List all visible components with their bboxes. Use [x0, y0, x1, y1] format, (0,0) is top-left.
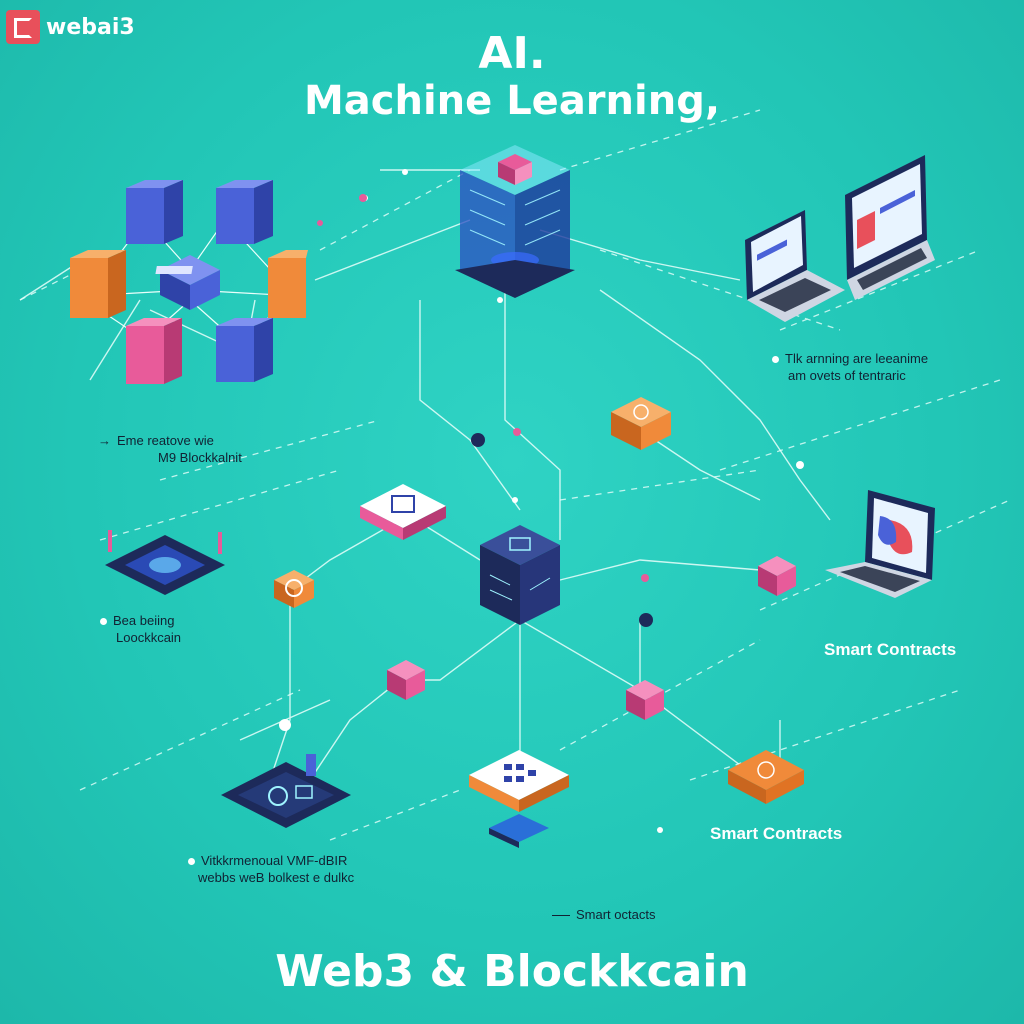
left-lower-note-line-2: Loockkcain: [116, 630, 182, 645]
cube-network-icon: [70, 180, 308, 384]
bottom-left-note-line-1: Vitkkrmenoual VMF-dBIR: [201, 853, 348, 868]
pink-node-icon: [387, 660, 425, 700]
chip-icon: [105, 530, 225, 595]
top-right-note-line-2: am ovets of tentraric: [788, 368, 906, 383]
left-lower-note-line-1: Bea beiing: [113, 613, 175, 628]
bullet-dot: [772, 356, 779, 364]
dash-line: [552, 915, 570, 917]
smart-octacts-text: Smart octacts: [576, 907, 656, 922]
contract-card-icon: [469, 750, 569, 848]
smart-octacts-note: Smart octacts: [552, 906, 655, 923]
contract-card-icon: [728, 750, 804, 804]
footer-title: Web3 & Blockkcain: [275, 946, 749, 997]
node-icon: [611, 397, 671, 450]
arrow-right-icon: →: [98, 433, 111, 448]
left-mid-note-line-1: Eme reatove wie: [117, 433, 214, 448]
left-lower-note: Bea beiing Loockkcain: [100, 612, 181, 646]
blockchain-cube-icon: [480, 525, 560, 625]
chip-icon: [221, 754, 351, 828]
bottom-left-note-line-2: webbs weB bolkest e dulkc: [198, 870, 355, 885]
left-mid-note: → Eme reatove wie M9 Blockkalnit: [98, 432, 242, 466]
title-line-2: Machine Learning,: [303, 78, 721, 124]
logo-mark-icon: [6, 10, 40, 44]
contract-card-icon: [360, 484, 446, 540]
top-right-note: Tlk arnning are leeanime am ovets of ten…: [772, 350, 928, 384]
bullet-dot: [100, 618, 107, 626]
smart-contracts-label-lower: Smart Contracts: [710, 824, 843, 843]
brand-logo[interactable]: webai3: [6, 10, 135, 44]
left-mid-note-line-2: M9 Blockkalnit: [158, 450, 242, 465]
top-right-note-line-1: Tlk arnning are leeanime: [785, 351, 929, 366]
laptop-icon: [745, 155, 935, 322]
logo-text: webai3: [46, 14, 135, 40]
laptop-icon: [825, 490, 935, 598]
pink-node-icon: [758, 556, 796, 596]
pink-node-icon: [626, 680, 664, 720]
bullet-dot: [188, 858, 195, 866]
coin-node-icon: [274, 570, 314, 608]
smart-contracts-label-right: Smart Contracts: [824, 640, 957, 659]
bottom-left-note: Vitkkrmenoual VMF-dBIR webbs weB bolkest…: [188, 852, 354, 886]
ai-core-cube-icon: [455, 145, 575, 298]
title-line-1: AI.: [478, 28, 546, 79]
